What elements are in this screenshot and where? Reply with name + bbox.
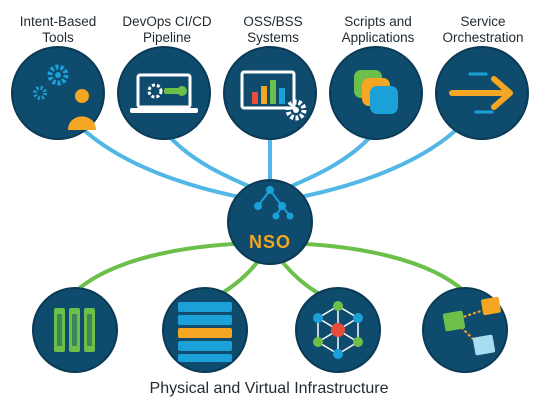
wrench-icon [147,83,187,99]
label-devops-pipeline: DevOps CI/CD Pipeline [122,14,212,45]
connector-physical-4 [281,241,467,294]
service-orchestration-node [435,46,529,140]
network-topology-icon [254,186,294,220]
stacked-windows-icon [354,70,398,114]
server-rack-node [32,287,118,373]
arrow-right-icon [449,72,513,114]
scripts-applications-node [329,46,423,140]
nso-label: NSO [249,232,291,252]
label-oss-bss-systems: OSS/BSS Systems [243,14,303,45]
footer-label: Physical and Virtual Infrastructure [149,380,389,397]
oss-bss-systems-node [223,46,317,140]
intent-based-tools-node [11,46,105,140]
connector-intent [83,129,257,202]
gear-icon [285,99,307,121]
label-scripts-applications: Scripts and Applications [341,14,415,45]
laptop-icon [130,73,198,113]
bar-chart-icon [240,70,296,110]
nso-node: NSO [227,179,313,265]
person-icon [68,89,96,130]
gear-icon [33,64,69,100]
label-intent-based-tools: Intent-Based Tools [19,14,97,45]
network-mesh-icon [313,301,363,359]
label-service-orchestration: Service Orchestration [442,14,524,45]
devops-pipeline-node [117,46,211,140]
network-mesh-node [295,287,381,373]
virtual-blocks-icon [442,296,501,356]
storage-stack-icon [178,302,232,362]
virtual-infrastructure-node [422,287,508,373]
connector-physical-1 [73,241,259,294]
connector-service [283,129,457,202]
server-blades-icon [54,308,95,352]
storage-node [162,287,248,373]
